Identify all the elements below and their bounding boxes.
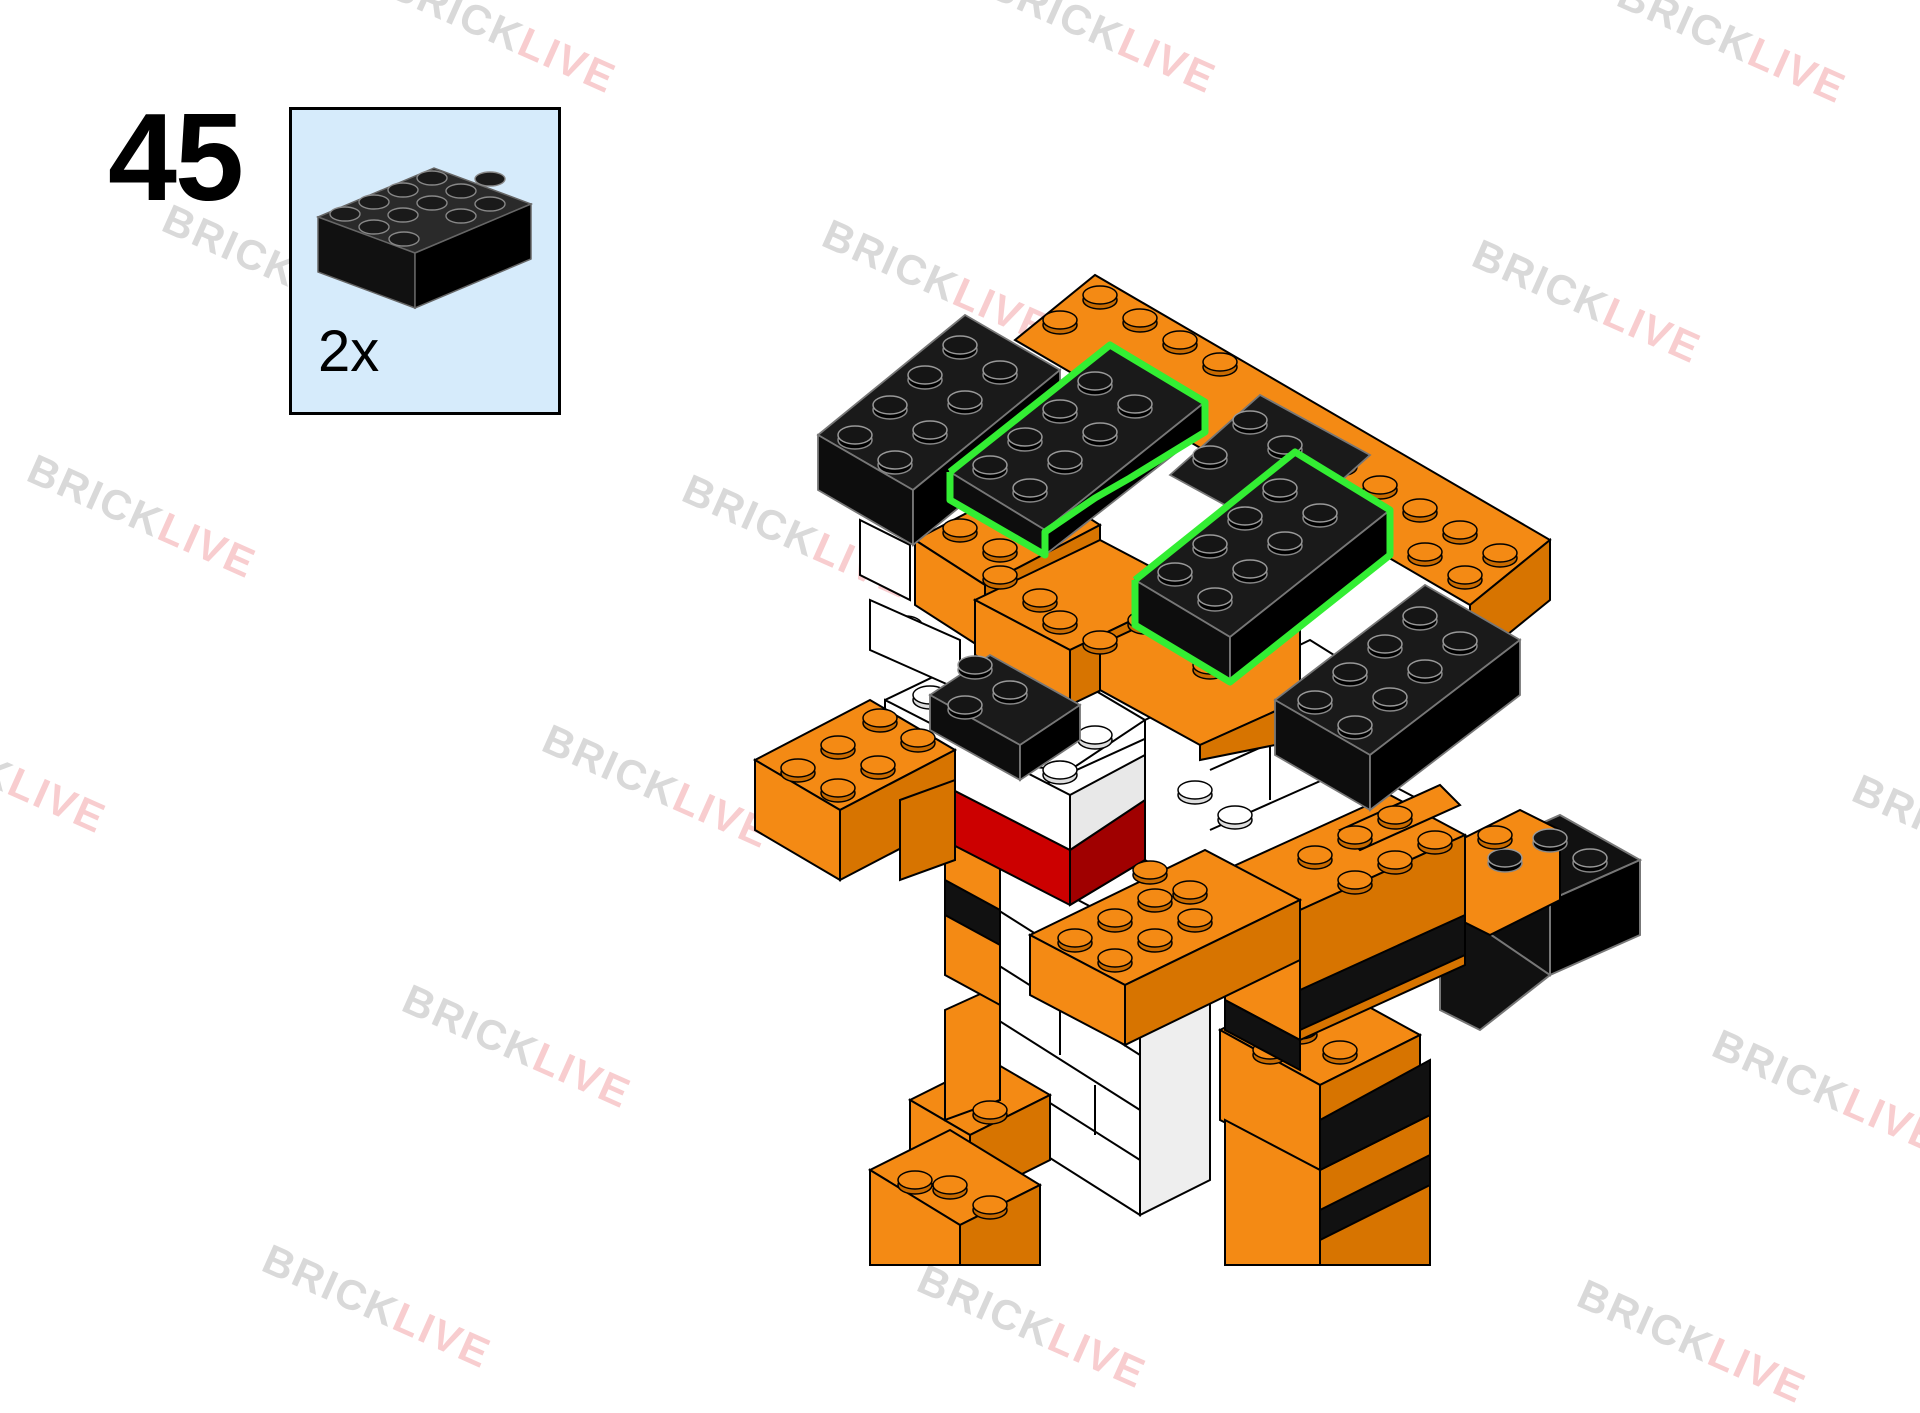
step-number: 45 — [108, 89, 244, 227]
tiger-model-illustration — [752, 273, 1643, 1266]
front-arm-brick — [1027, 848, 1303, 1047]
black-brick-front-right — [1273, 583, 1522, 812]
parts-callout: 2x — [289, 107, 561, 415]
part-quantity: 2x — [318, 319, 380, 384]
lower-body — [867, 903, 1431, 1266]
black-2x4-brick-icon — [315, 167, 534, 310]
left-arm — [752, 698, 958, 882]
new-black-brick-2 — [1131, 448, 1394, 686]
new-black-brick-1 — [946, 341, 1209, 559]
